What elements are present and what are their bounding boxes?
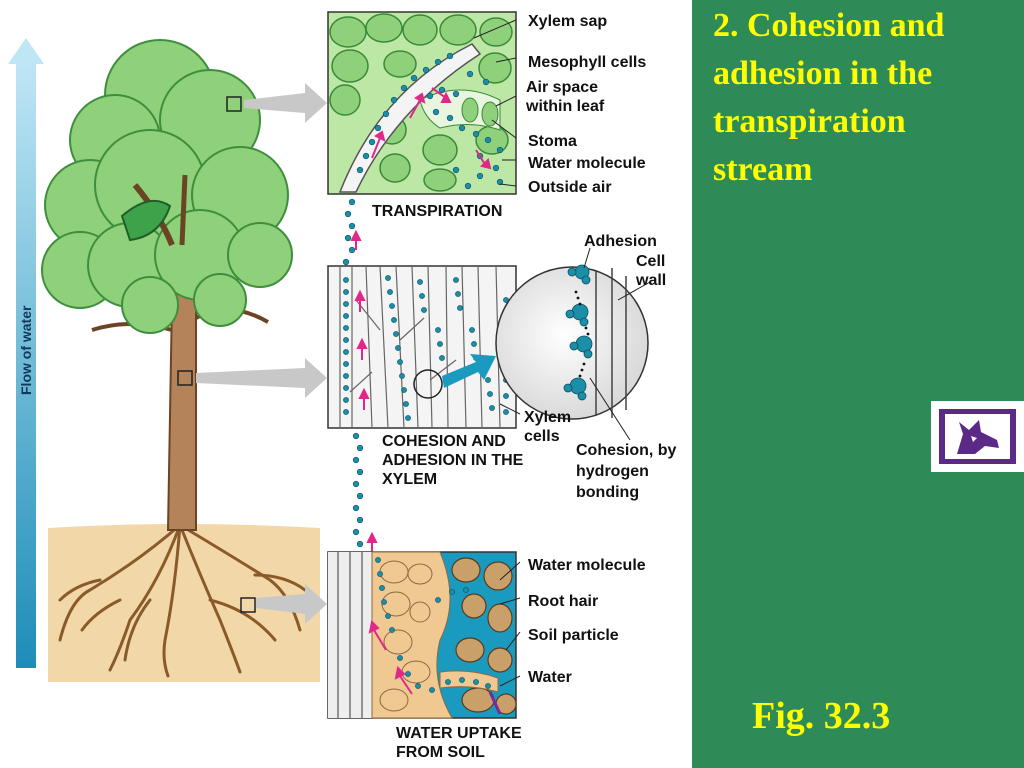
soil-panel: WATER UPTAKE FROM SOIL (327, 551, 522, 761)
zoom-source-circle (413, 369, 443, 399)
label-xylem-cells: Xylem cells (524, 409, 571, 445)
soil-band (48, 524, 320, 682)
leaf-sample-box (226, 96, 242, 112)
chain-arrows (350, 229, 378, 552)
root-sample-box (240, 597, 256, 613)
label-soil-particle: Soil particle (528, 627, 619, 644)
label-root-hair: Root hair (528, 593, 598, 610)
label-adhesion: Adhesion (584, 233, 657, 250)
soil-leaders (499, 561, 521, 687)
soil-heading: WATER UPTAKE FROM SOIL (396, 725, 522, 761)
zoom-arrow (442, 354, 496, 388)
label-stoma: Stoma (528, 133, 577, 150)
label-mesophyll-cells: Mesophyll cells (528, 54, 646, 71)
zoom-circle (495, 264, 649, 420)
label-water-molecule-top: Water molecule (528, 155, 646, 172)
flow-of-water-arrow: Flow of water (8, 38, 44, 668)
label-cell-wall: Cell wall (636, 253, 666, 289)
xylem-heading: COHESION AND ADHESION IN THE XYLEM (382, 433, 523, 488)
callout-arrows (196, 83, 327, 624)
label-xylem-sap: Xylem sap (528, 13, 607, 30)
trunk-sample-box (177, 370, 193, 386)
slide-title: 2. Cohesion and adhesion in the transpir… (713, 7, 945, 188)
label-water-molecule-soil: Water molecule (528, 557, 646, 574)
transpiration-leaders (473, 19, 517, 187)
husky-logo-icon (931, 401, 1024, 472)
xylem-leaders (499, 247, 651, 441)
fig-caption: Fig. 32.3 (752, 695, 891, 737)
flow-label: Flow of water (18, 305, 34, 395)
transpiration-heading: TRANSPIRATION (372, 203, 502, 220)
water-chain (342, 198, 364, 548)
transpiration-panel: TRANSPIRATION (327, 11, 517, 220)
label-outside-air: Outside air (528, 179, 612, 196)
xylem-panel: COHESION AND ADHESION IN THE XYLEM (327, 265, 523, 488)
label-cohesion: Cohesion, by hydrogen bonding (576, 442, 676, 501)
label-air-space: Air space within leaf (526, 79, 604, 115)
tree (41, 39, 307, 678)
label-water: Water (528, 669, 572, 686)
